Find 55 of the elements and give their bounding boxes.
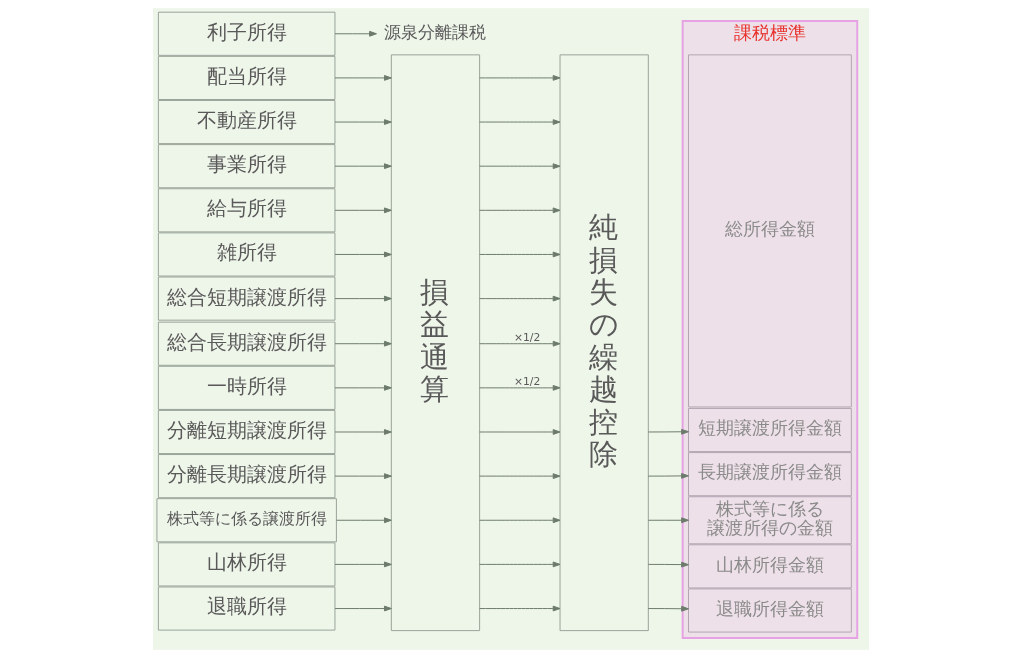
arrow bbox=[334, 163, 392, 170]
arrow bbox=[647, 561, 689, 568]
node-box: 株式等に係る譲渡所得の金額 bbox=[688, 496, 852, 545]
node-box: 配当所得 bbox=[157, 55, 336, 100]
node-box: 総所得金額 bbox=[688, 54, 852, 408]
edge-label: ×1/2 bbox=[514, 374, 541, 388]
edge-label: ×1/2 bbox=[514, 330, 541, 344]
arrow bbox=[479, 163, 561, 170]
arrow bbox=[479, 75, 561, 81]
node-box: 退職所得 bbox=[157, 586, 336, 631]
node-box: 総合短期譲渡所得 bbox=[157, 276, 336, 321]
node-box: 不動産所得 bbox=[157, 100, 336, 145]
arrow bbox=[334, 561, 392, 568]
node-box: 雑所得 bbox=[157, 232, 336, 277]
node-box: 長期譲渡所得金額 bbox=[688, 452, 852, 497]
node-box: 株式等に係る譲渡所得 bbox=[156, 498, 337, 543]
arrow bbox=[479, 517, 561, 524]
arrow bbox=[479, 119, 561, 125]
arrow bbox=[336, 517, 392, 524]
node-text: 源泉分離課税 bbox=[384, 22, 487, 42]
arrow bbox=[647, 605, 689, 612]
node-box: 利子所得 bbox=[157, 11, 336, 56]
arrow bbox=[334, 605, 392, 612]
arrow bbox=[334, 207, 392, 214]
arrow bbox=[647, 517, 689, 524]
arrow bbox=[479, 429, 561, 435]
node-box: 短期譲渡所得金額 bbox=[688, 407, 852, 453]
arrow bbox=[334, 30, 377, 37]
arrow bbox=[334, 251, 392, 258]
arrow bbox=[479, 473, 561, 479]
arrow bbox=[334, 75, 392, 81]
arrow bbox=[479, 561, 561, 568]
node-box: 給与所得 bbox=[157, 188, 336, 233]
arrow bbox=[334, 473, 392, 479]
arrow bbox=[647, 473, 689, 479]
node-box: 退職所得金額 bbox=[688, 588, 852, 633]
node-box: 一時所得 bbox=[157, 365, 336, 410]
node-box: 事業所得 bbox=[157, 144, 336, 189]
node-box: 山林所得金額 bbox=[688, 544, 852, 589]
arrow bbox=[479, 207, 561, 214]
arrow bbox=[479, 251, 561, 258]
node-box: 分離短期譲渡所得 bbox=[157, 409, 336, 455]
arrow bbox=[334, 429, 392, 435]
arrow bbox=[479, 295, 561, 302]
arrow bbox=[334, 384, 392, 391]
arrow bbox=[334, 295, 392, 302]
node-box: 山林所得 bbox=[157, 542, 336, 587]
arrow bbox=[334, 340, 392, 347]
arrow bbox=[334, 119, 392, 125]
arrow bbox=[479, 340, 561, 347]
arrow bbox=[479, 605, 561, 612]
node-box: 分離長期譲渡所得 bbox=[157, 454, 336, 499]
arrow bbox=[479, 384, 561, 391]
node-box: 総合長期譲渡所得 bbox=[157, 321, 336, 366]
arrow bbox=[647, 428, 689, 435]
